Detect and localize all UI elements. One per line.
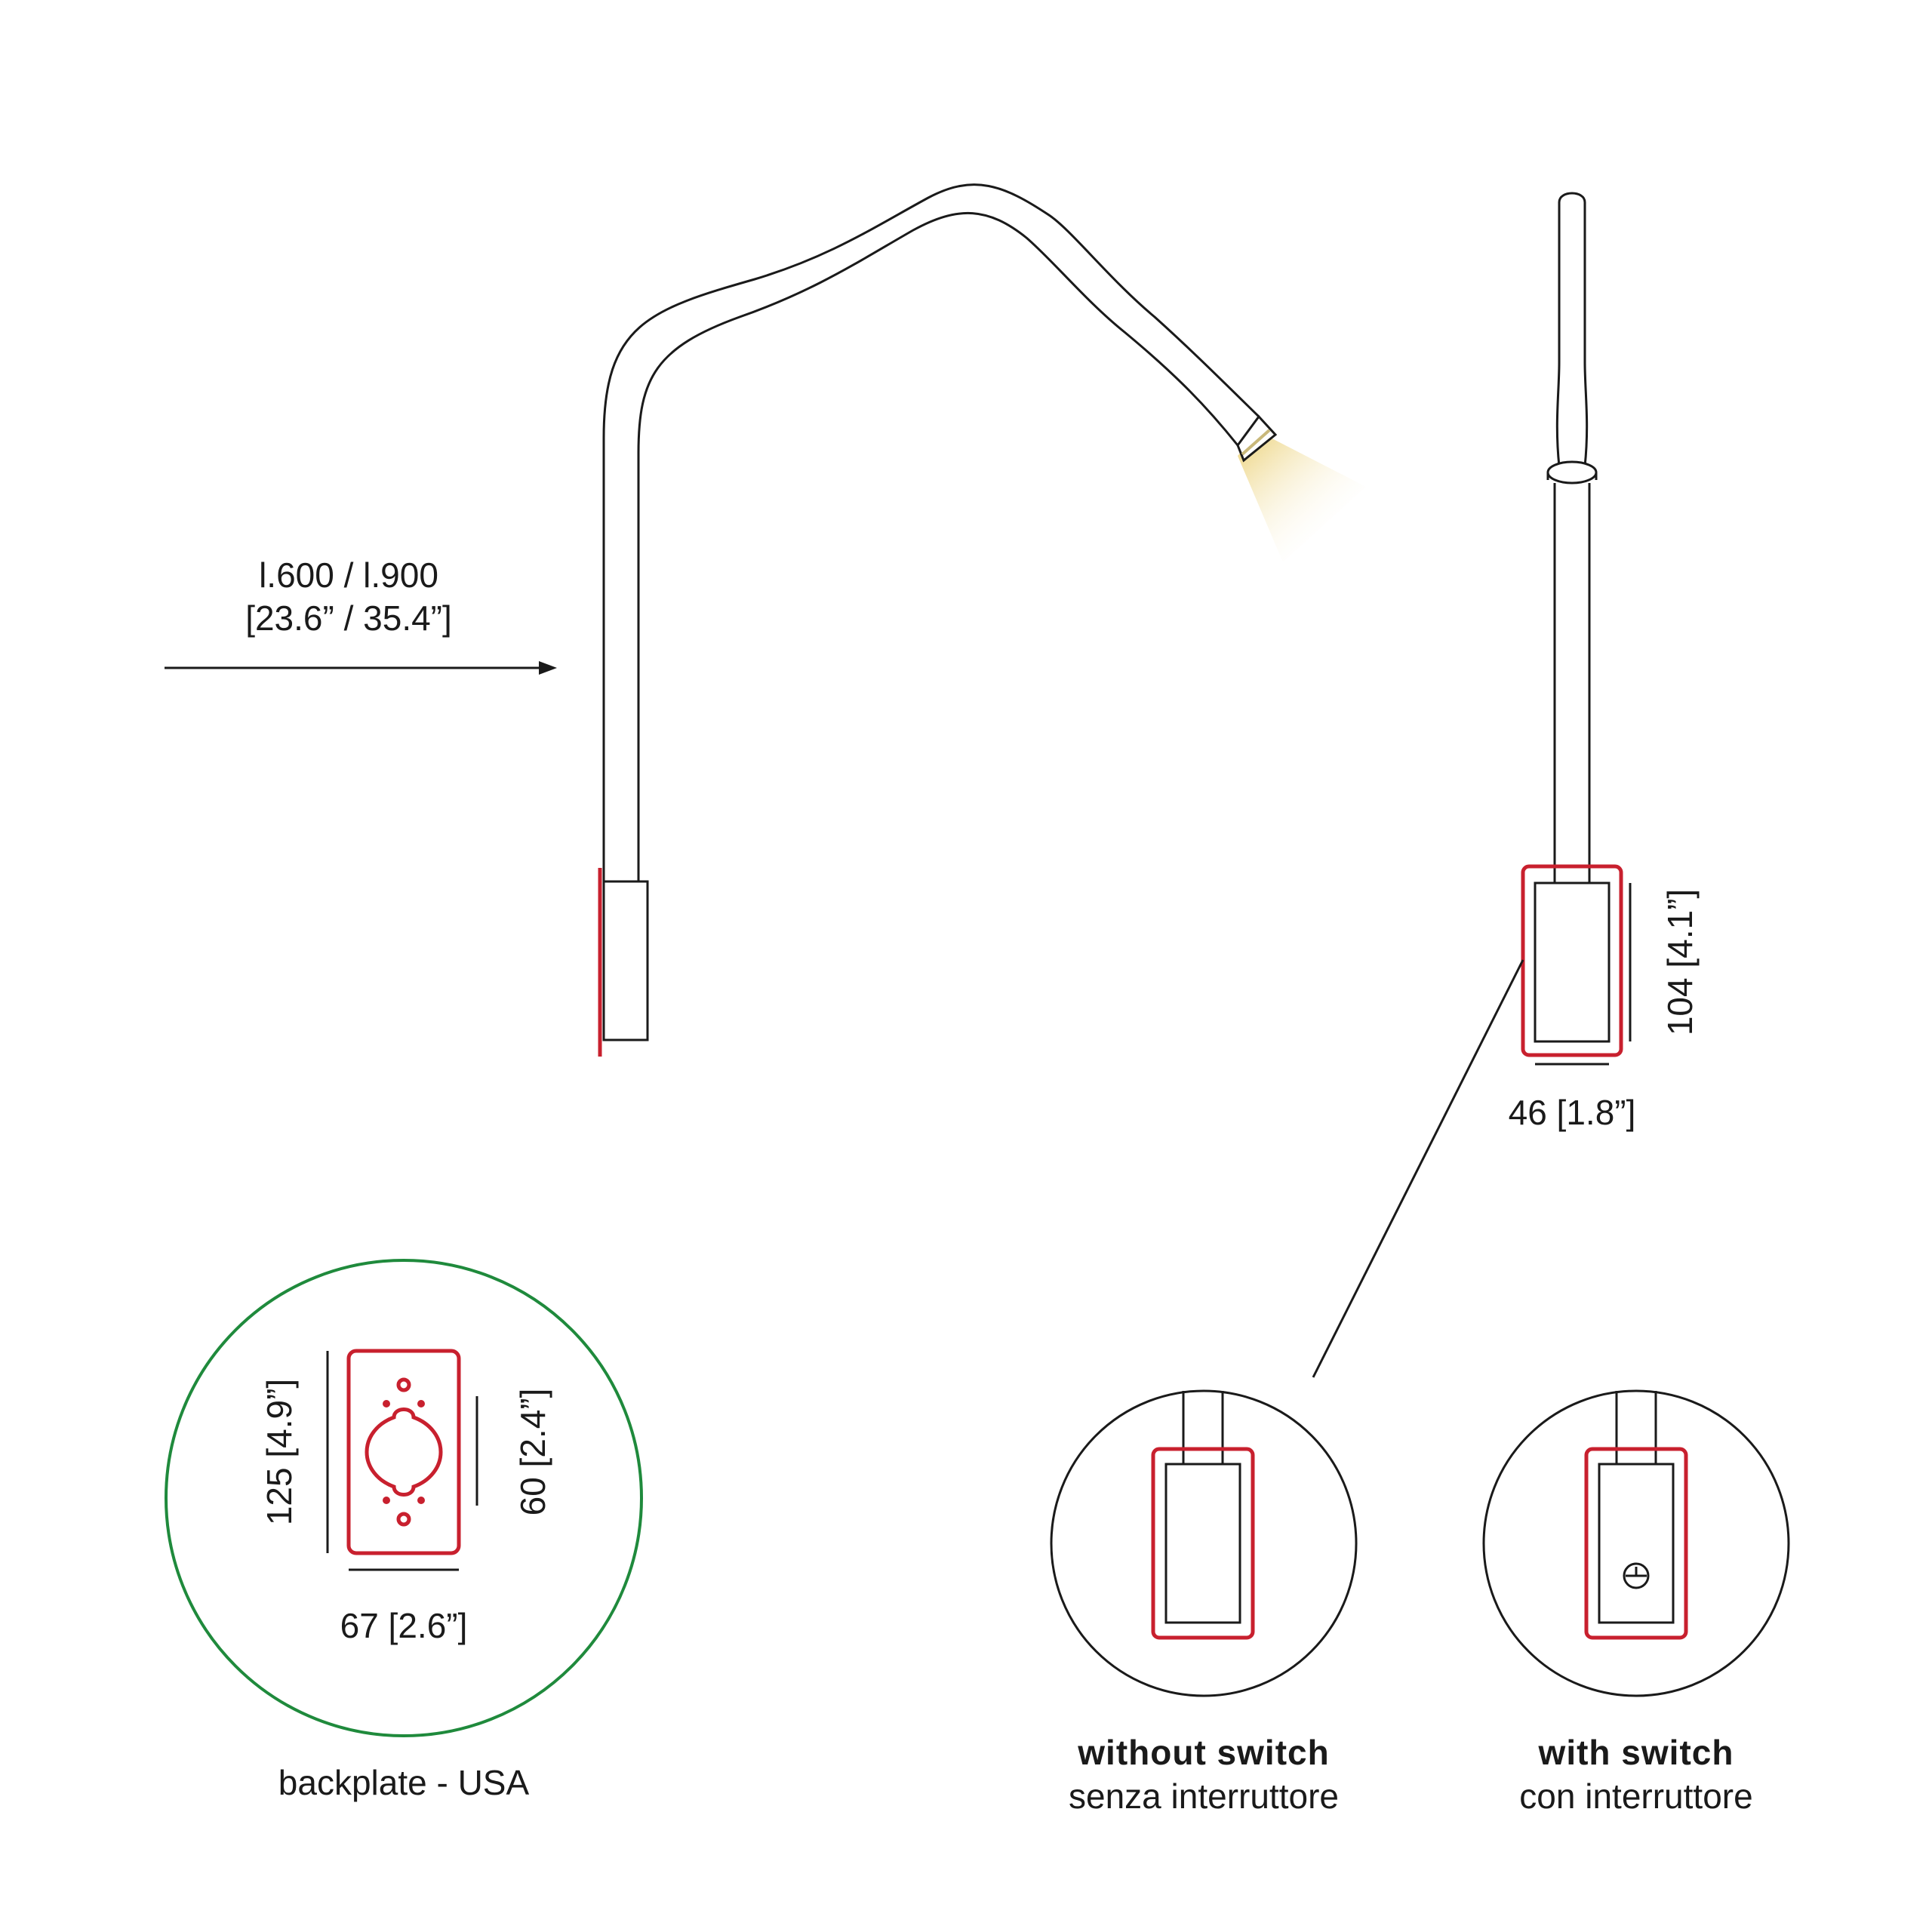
- variant-body-box: [1598, 1463, 1675, 1624]
- backplate-dot-tl: [383, 1400, 390, 1407]
- arrow-head-icon: [539, 661, 557, 675]
- backplate-inner-label: 60 [2.4”]: [513, 1389, 552, 1516]
- lamp-head-lens: [1241, 429, 1271, 456]
- side-body-box: [602, 880, 649, 1041]
- backplate-width-label: 67 [2.6”]: [340, 1606, 468, 1645]
- variant-circle: [1050, 1389, 1358, 1697]
- length-dimension: l.600 / l.900 [23.6” / 35.4”]: [165, 555, 557, 675]
- variant-backplate: [1151, 1447, 1255, 1640]
- length-mm-label: l.600 / l.900: [259, 555, 438, 595]
- side-view: [598, 183, 1366, 1057]
- backplate-outline: [346, 1349, 461, 1555]
- variant-body-box: [1164, 1463, 1241, 1624]
- gooseneck-arm-outer: [602, 183, 1260, 881]
- switch-icon: [1623, 1562, 1650, 1589]
- leader-line: [1312, 959, 1524, 1378]
- backplate-detail: 125 [4.9”] 60 [2.4”] 67 [2.6”] backplate…: [165, 1259, 643, 1802]
- backplate-dot-tr: [417, 1400, 425, 1407]
- front-arm-tip: [1555, 192, 1589, 467]
- backplate-dot-bl: [383, 1497, 390, 1504]
- variant-with-switch: with switch con interruttore: [1482, 1389, 1790, 1816]
- front-height-label: 104 [4.1”]: [1660, 889, 1700, 1035]
- gooseneck-arm-inner: [637, 211, 1239, 881]
- backplate-caption: backplate - USA: [278, 1763, 530, 1802]
- backplate-height-label: 125 [4.9”]: [260, 1379, 299, 1525]
- light-beam: [1238, 432, 1366, 562]
- backplate-junction-box: [365, 1407, 443, 1497]
- front-view: 104 [4.1”] 46 [1.8”]: [1312, 192, 1700, 1378]
- variant-backplate: [1584, 1447, 1688, 1640]
- backplate-circle: [165, 1259, 643, 1737]
- backplate-hole-top: [396, 1377, 411, 1392]
- front-width-label: 46 [1.8”]: [1509, 1093, 1636, 1132]
- backplate-dot-br: [417, 1497, 425, 1504]
- backplate-hole-bottom: [396, 1512, 411, 1527]
- variant-arm-stub: [1182, 1391, 1224, 1464]
- variant-circle: [1482, 1389, 1790, 1697]
- variant-title: with switch: [1538, 1733, 1734, 1772]
- variant-title: without switch: [1077, 1733, 1329, 1772]
- front-body-box: [1534, 881, 1611, 1043]
- variant-subtitle: con interruttore: [1519, 1777, 1752, 1816]
- variant-subtitle: senza interruttore: [1069, 1777, 1339, 1816]
- length-in-label: [23.6” / 35.4”]: [245, 598, 452, 638]
- variant-without-switch: without switch senza interruttore: [1050, 1389, 1358, 1816]
- front-collar: [1546, 460, 1598, 485]
- variant-arm-stub: [1615, 1391, 1657, 1464]
